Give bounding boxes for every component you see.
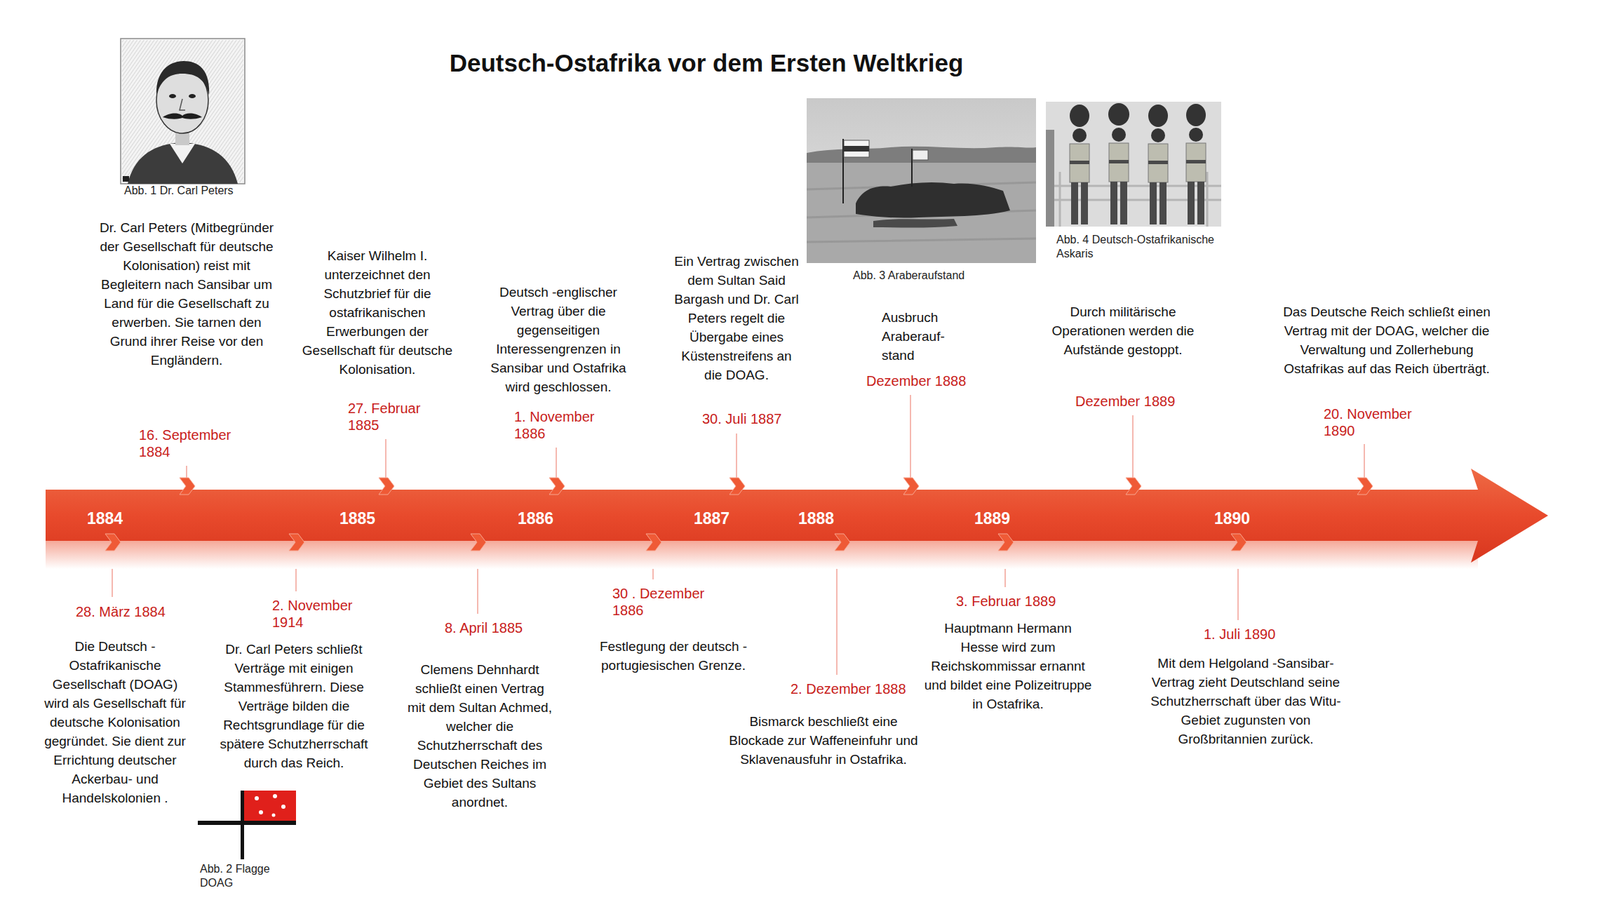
event-text: Ein Vertrag zwischen dem Sultan Said Bar… bbox=[673, 251, 800, 385]
event-text: Festlegung der deutsch - portugiesischen… bbox=[582, 636, 765, 675]
year-label: 1887 bbox=[693, 509, 730, 529]
event-date: 20. November 1890 bbox=[1323, 405, 1429, 440]
event-text: Die Deutsch - Ostafrikanische Gesellscha… bbox=[41, 636, 189, 808]
event-marker bbox=[903, 477, 919, 495]
event-text: Hauptmann Hermann Hesse wird zum Reichsk… bbox=[923, 618, 1093, 714]
year-label: 1889 bbox=[974, 509, 1011, 529]
event-date: 8. April 1885 bbox=[444, 619, 523, 637]
band bbox=[45, 468, 1549, 563]
year-label: 1890 bbox=[1214, 509, 1250, 529]
figure-caption: Abb. 4 Deutsch-Ostafrikanische Askaris bbox=[1056, 232, 1229, 261]
event-date: 30 . Dezember 1886 bbox=[612, 585, 718, 619]
event-marker bbox=[549, 477, 565, 495]
event-text: Dr. Carl Peters (Mitbegründer der Gesell… bbox=[98, 218, 275, 370]
event-marker bbox=[288, 533, 305, 551]
event-text: Clemens Dehnhardt schließt einen Vertrag… bbox=[406, 660, 554, 812]
title: Deutsch-Ostafrika vor dem Ersten Weltkri… bbox=[449, 49, 964, 78]
event-marker bbox=[998, 533, 1014, 551]
event-marker bbox=[646, 533, 662, 551]
event-text: Deutsch -englischer Vertrag über die geg… bbox=[477, 282, 640, 397]
event-text: Ausbruch Araberauf- stand bbox=[881, 307, 963, 365]
event-marker bbox=[378, 477, 395, 495]
portrait-picture bbox=[120, 38, 245, 184]
figure-caption: Abb. 2 Flagge DOAG bbox=[199, 862, 278, 891]
uprising-photo bbox=[806, 98, 1037, 264]
figure-caption: Abb. 3 Araberaufstand bbox=[852, 268, 965, 283]
event-text: Mit dem Helgoland -Sansibar-Vertrag zieh… bbox=[1144, 653, 1348, 749]
event-text: Dr. Carl Peters schließt Verträge mit ei… bbox=[202, 639, 386, 773]
event-date: Dezember 1888 bbox=[866, 372, 966, 390]
event-text: Das Deutsche Reich schließt einen Vertra… bbox=[1281, 302, 1492, 379]
doag-flag bbox=[197, 790, 297, 860]
figure-caption: Abb. 1 Dr. Carl Peters bbox=[124, 183, 234, 198]
event-date: 2. Dezember 1888 bbox=[790, 680, 907, 698]
year-label: 1885 bbox=[339, 509, 376, 529]
event-date: 16. September 1884 bbox=[138, 426, 245, 461]
year-label: 1884 bbox=[86, 509, 123, 529]
event-text: Durch militärische Operationen werden di… bbox=[1049, 302, 1197, 360]
year-label: 1888 bbox=[798, 509, 835, 529]
event-date: 1. November 1886 bbox=[514, 408, 620, 442]
event-date: 27. Februar 1885 bbox=[347, 399, 447, 434]
event-marker bbox=[834, 533, 851, 551]
event-date: 30. Juli 1887 bbox=[702, 410, 782, 428]
event-marker bbox=[729, 477, 745, 495]
event-text: Kaiser Wilhelm I. unterzeichnet den Schu… bbox=[293, 246, 462, 379]
askari-photo bbox=[1045, 101, 1222, 227]
year-label: 1886 bbox=[517, 509, 554, 529]
event-marker bbox=[470, 533, 487, 551]
event-marker bbox=[1357, 477, 1373, 495]
event-marker bbox=[1125, 477, 1142, 495]
timeline-arrow: 1884 1885 1886 1887 1888 1889 1890 bbox=[45, 462, 1554, 576]
band-reflection bbox=[45, 540, 1478, 569]
event-date: 28. März 1884 bbox=[75, 603, 166, 621]
event-marker bbox=[105, 533, 121, 551]
event-text: Bismarck beschließt eine Blockade zur Wa… bbox=[725, 711, 922, 769]
event-marker bbox=[179, 477, 196, 495]
event-date: 2. November 1914 bbox=[272, 596, 378, 631]
event-date: 3. Februar 1889 bbox=[956, 592, 1056, 610]
event-date: Dezember 1889 bbox=[1075, 392, 1175, 410]
event-marker bbox=[1231, 533, 1247, 551]
event-date: 1. Juli 1890 bbox=[1203, 625, 1276, 643]
